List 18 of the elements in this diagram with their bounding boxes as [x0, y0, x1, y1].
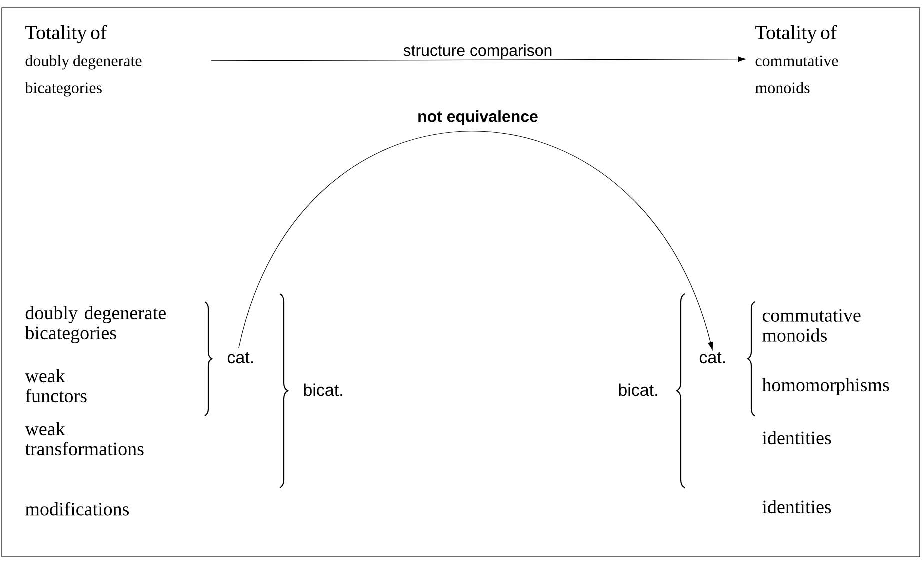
arrow: [211, 56, 746, 62]
heading: Totality of doubly degenerate bicategories: [25, 25, 142, 97]
item-label: identities: [762, 431, 832, 445]
group-label: bicat.: [304, 384, 342, 396]
item-label: weak transformations: [25, 422, 144, 456]
item-label: doubly degenerate bicategories: [25, 306, 166, 344]
group-label: cat.: [700, 352, 726, 364]
heading: Totality of commutative monoids: [756, 25, 838, 94]
edge-label: not equivalence: [418, 110, 538, 126]
item-label: modifications: [26, 502, 130, 516]
item-label: commutative monoids: [762, 309, 861, 342]
arrow: [238, 131, 714, 350]
item-label: identities: [762, 500, 832, 514]
edge-label: structure comparison: [404, 44, 552, 60]
group-label: bicat.: [619, 384, 658, 396]
item-label: homomorphisms: [762, 378, 890, 396]
item-label: weak functors: [25, 369, 87, 403]
group-label: cat.: [228, 352, 254, 364]
